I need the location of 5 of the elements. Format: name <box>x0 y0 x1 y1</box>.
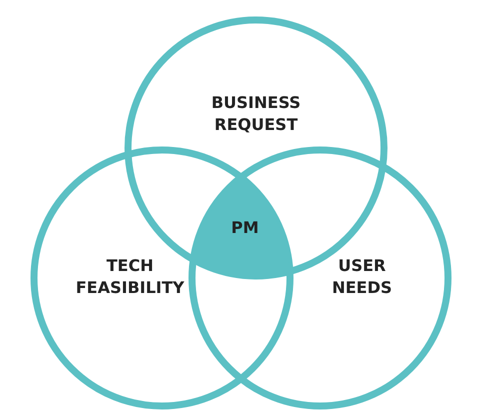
node-label: BUSINESS REQUEST <box>210 92 302 136</box>
venn-circle <box>188 146 452 410</box>
node-label: USER NEEDS <box>330 255 394 299</box>
node-label: TECH FEASIBILITY <box>74 255 186 299</box>
venn-circle <box>30 146 294 410</box>
